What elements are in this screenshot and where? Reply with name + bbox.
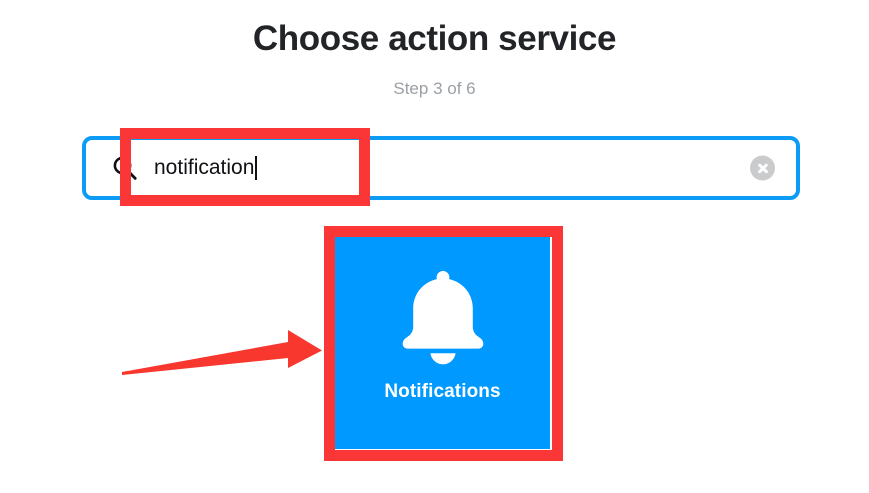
step-indicator: Step 3 of 6 [393,79,476,98]
search-bar[interactable]: notification [82,136,800,200]
text-cursor [255,156,258,180]
search-input-value: notification [154,156,255,179]
bell-icon [391,263,495,367]
search-icon [112,155,138,181]
page-title: Choose action service [252,19,617,58]
service-tile-notifications[interactable]: Notifications [335,236,550,449]
close-circle-icon[interactable] [750,155,775,181]
search-input[interactable]: notification [154,140,258,196]
annotation-arrow-icon [110,318,335,378]
service-tile-label: Notifications [384,381,501,402]
